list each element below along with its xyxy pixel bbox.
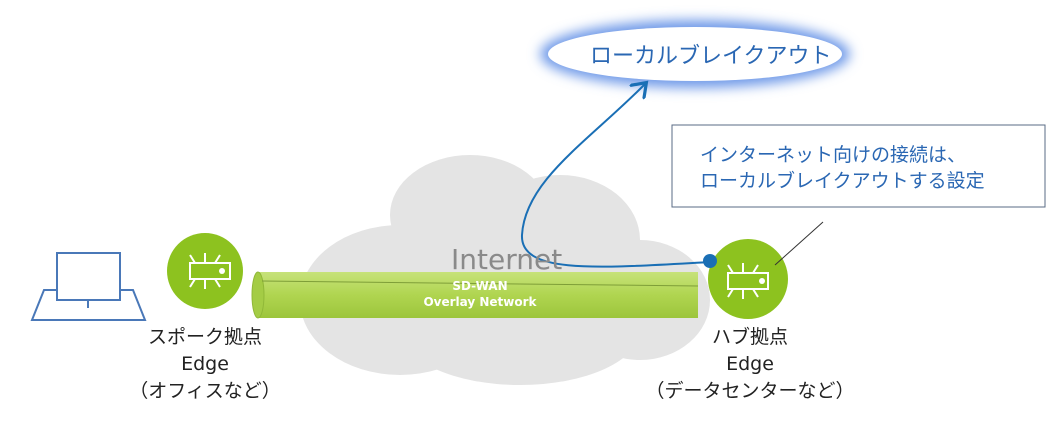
breakout-point xyxy=(703,254,717,268)
spoke-line1: スポーク拠点 xyxy=(147,326,262,348)
hub-label: ハブ拠点 Edge （データセンターなど） xyxy=(630,324,870,405)
hub-line2: Edge xyxy=(726,353,774,375)
breakout-ellipse xyxy=(540,20,850,88)
laptop-icon xyxy=(30,252,147,321)
hub-edge-icon xyxy=(708,239,788,319)
internet-label: Internet xyxy=(451,243,563,276)
tunnel-line2: Overlay Network xyxy=(423,295,537,309)
spoke-line3: （オフィスなど） xyxy=(129,380,281,402)
spoke-label: スポーク拠点 Edge （オフィスなど） xyxy=(110,324,300,405)
callout-pointer xyxy=(774,221,824,266)
spoke-line2: Edge xyxy=(181,353,229,375)
sdwan-tube xyxy=(251,271,699,319)
hub-line1: ハブ拠点 xyxy=(711,326,788,348)
tunnel-line1: SD-WAN xyxy=(452,279,508,293)
tunnel-label: SD-WAN Overlay Network xyxy=(380,278,580,310)
callout-line2: ローカルブレイクアウトする設定 xyxy=(700,170,985,192)
callout-line1: インターネット向けの接続は、 xyxy=(700,144,967,166)
spoke-edge-icon xyxy=(167,233,243,309)
hub-line3: （データセンターなど） xyxy=(645,380,855,402)
breakout-arrow xyxy=(520,84,711,268)
breakout-label: ローカルブレイクアウト xyxy=(590,44,832,69)
callout-box xyxy=(671,124,1046,208)
